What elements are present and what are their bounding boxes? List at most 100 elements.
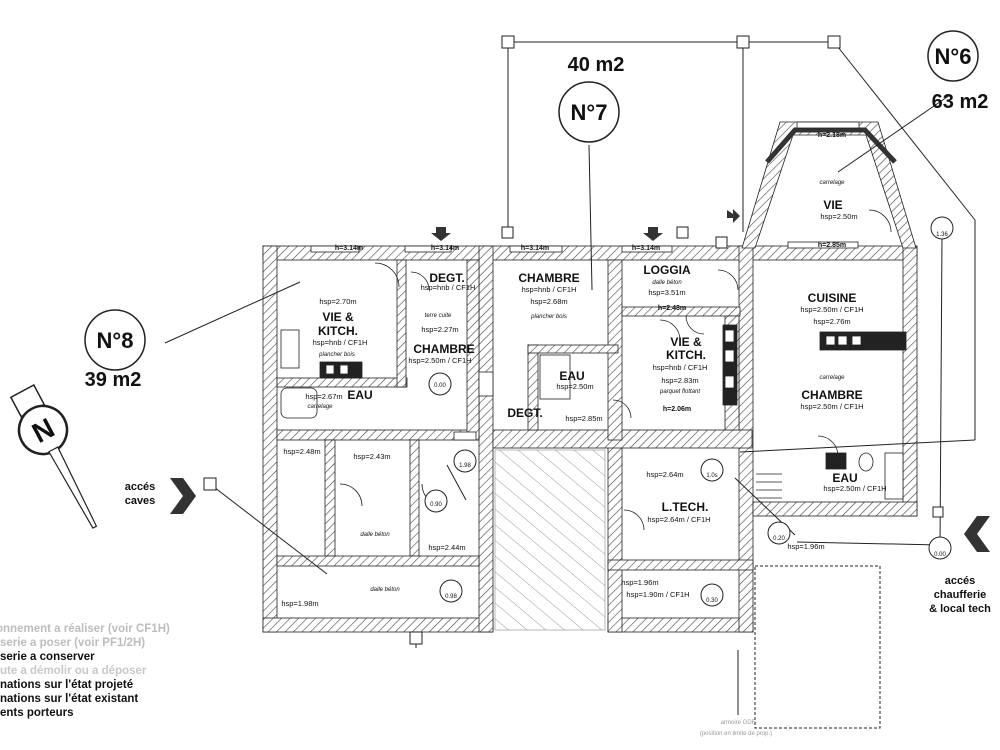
room-hsp: hsp=2.64m / CF1H [647, 515, 710, 524]
room-hsp: hsp=2.83m [661, 376, 698, 385]
legend-item: ents porteurs [0, 707, 74, 719]
lot-area: 39 m2 [85, 369, 142, 391]
room-name: VIE & [670, 335, 702, 349]
room-hsp: hsp=hnb / CF1H [421, 283, 476, 292]
room-hsp: hsp=2.50m / CF1H [800, 402, 863, 411]
dim-label: h=3.14m [632, 245, 660, 252]
level-marker: 0.98 [439, 579, 463, 603]
svg-text:accés: accés [125, 481, 156, 493]
room-name: L.TECH. [662, 500, 709, 514]
room-hsp: hsp=1.96m [621, 578, 658, 587]
svg-text:0.90: 0.90 [430, 502, 442, 508]
legend-item: onnement a réaliser (voir CF1H) [0, 623, 170, 635]
room-hsp: hsp=2.50m [820, 212, 857, 221]
room-hsp: hsp=2.50m / CF1H [800, 305, 863, 314]
lot-area: 40 m2 [568, 54, 625, 76]
room-hsp: hsp=3.51m [648, 288, 685, 297]
floor-note: carrelage [307, 404, 333, 410]
lot-badge-n6: N°6 [927, 30, 979, 82]
room-name: KITCH. [318, 324, 358, 338]
room-hsp: hsp=2.70m [319, 297, 356, 306]
footer-note: (position en limite de prop.) [700, 731, 772, 737]
lot-area: 63 m2 [932, 91, 989, 113]
access-caves: accés caves [125, 481, 156, 507]
level-marker: 1.98 [453, 449, 477, 473]
dim-label: h=2.18m [818, 132, 846, 139]
svg-text:chaufferie: chaufferie [934, 589, 987, 601]
walls [262, 121, 918, 633]
caves-arrow [170, 478, 196, 514]
level-marker: 0.00 [928, 536, 952, 560]
room-hsp: hsp=2.44m [428, 543, 465, 552]
level-marker: 0.20 [767, 521, 791, 545]
room-hsp: hsp=hnb / CF1H [313, 338, 368, 347]
svg-text:0.20: 0.20 [773, 536, 785, 542]
floor-note: terre cuite [425, 313, 452, 319]
room-hsp: hsp=2.48m [283, 447, 320, 456]
footer-note: armoire GDF [721, 720, 756, 726]
leader-lines [164, 41, 976, 715]
level-marker: 0.90 [424, 489, 448, 513]
room-labels: VIE hsp=2.50m h=2.18m carrelage h=2.85m … [281, 132, 886, 608]
fixtures [280, 121, 907, 531]
svg-text:& local tech: & local tech [929, 603, 991, 615]
room-hsp: hsp=2.50m / CF1H [408, 356, 471, 365]
access-chaufferie: accés chaufferie & local tech [929, 575, 991, 615]
room-name: CUISINE [808, 291, 857, 305]
legend-item: serie a poser (voir PF1/2H) [0, 637, 145, 649]
lot-number: N°7 [571, 100, 608, 125]
svg-text:0.30: 0.30 [706, 598, 718, 604]
room-name: EAU [347, 388, 372, 402]
room-hsp: hsp=2.67m [305, 392, 342, 401]
lot-number: N°8 [97, 328, 134, 353]
floor-note: dalle béton [652, 280, 682, 286]
room-name: DEGT. [507, 406, 542, 420]
svg-text:0.00: 0.00 [934, 552, 946, 558]
arrows [170, 209, 990, 552]
floor-note: plancher bois [530, 314, 567, 320]
floor-note: dalle béton [370, 587, 400, 593]
room-hsp: hsp=2.76m [813, 317, 850, 326]
room-hsp: hsp=2.64m [646, 470, 683, 479]
dim-label: h=2.43m [658, 305, 686, 312]
floor-note: plancher bois [318, 352, 355, 358]
level-marker: 0.30 [700, 583, 724, 607]
survey-points [203, 35, 944, 645]
dim-label: h=3.14m [521, 245, 549, 252]
room-name: CHAMBRE [518, 271, 579, 285]
north-compass: N [9, 384, 98, 529]
legend-item: serie a conserver [0, 651, 95, 663]
level-marker: 1.0s [700, 458, 724, 482]
room-hsp: hsp=2.27m [421, 325, 458, 334]
room-name: DEGT. [429, 271, 464, 285]
room-hsp: hsp=1.90m / CF1H [626, 590, 689, 599]
annex-outline [754, 565, 881, 729]
svg-text:1.36: 1.36 [936, 232, 948, 238]
room-name: EAU [559, 369, 584, 383]
legend-item: nations sur l'état existant [0, 693, 138, 705]
lot-badge-n7: N°7 [558, 81, 620, 143]
room-name: EAU [832, 471, 857, 485]
dim-label: h=2.06m [663, 406, 691, 413]
floor-note: carrelage [819, 375, 845, 381]
room-name: VIE & [322, 310, 354, 324]
floor-note: parquet flottant [659, 389, 700, 395]
level-marker: 0.00 [428, 372, 452, 396]
floor-note: dalle béton [360, 532, 390, 538]
level-markers: 1.36 0.00 1.98 0.90 0.98 1.0s 0.20 0.30 … [424, 216, 954, 607]
svg-text:1.98: 1.98 [459, 463, 471, 469]
room-hsp: hsp=2.85m [565, 414, 602, 423]
room-hsp: hsp=1.98m [281, 599, 318, 608]
svg-text:caves: caves [125, 495, 156, 507]
lot-number: N°6 [935, 44, 972, 69]
room-hsp: hsp=2.50m / CF1H [823, 484, 886, 493]
room-name: VIE [823, 198, 842, 212]
svg-text:0.00: 0.00 [434, 383, 446, 389]
chaufferie-arrow [964, 516, 990, 552]
dim-label: h=2.85m [818, 242, 846, 249]
legend-item: ute a démolir ou a déposer [0, 665, 147, 677]
svg-text:1.0s: 1.0s [706, 473, 717, 479]
legend: onnement a réaliser (voir CF1H) serie a … [0, 623, 170, 719]
room-hsp: hsp=1.96m [787, 542, 824, 551]
